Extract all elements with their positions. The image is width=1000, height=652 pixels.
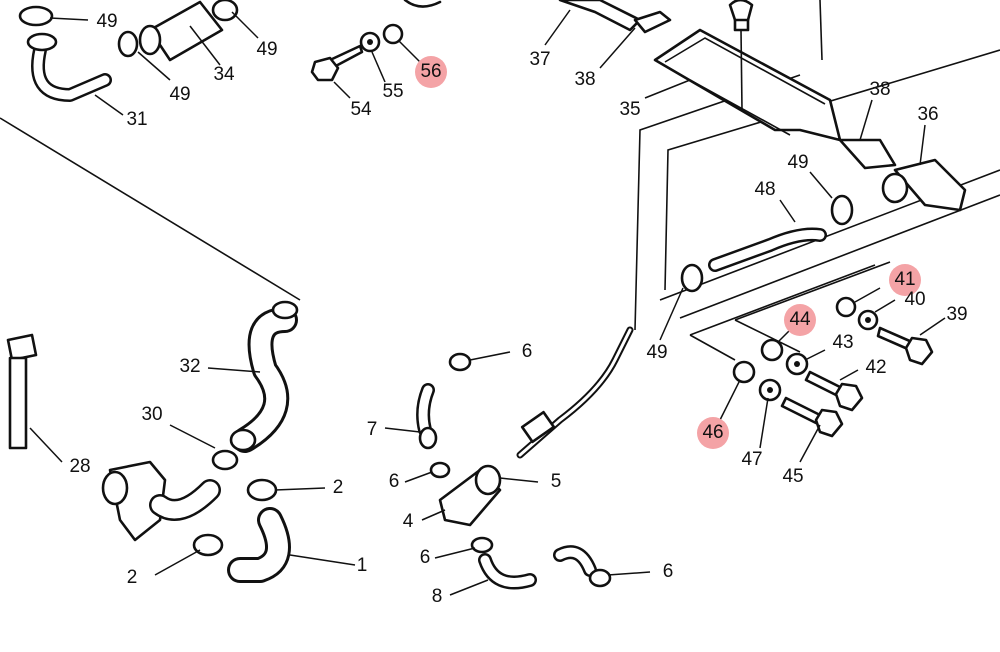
- callout: 8: [432, 586, 443, 607]
- callout-text: 5: [551, 471, 562, 492]
- callout: 38: [574, 69, 595, 90]
- callout: 35: [619, 99, 640, 120]
- callout: 31: [126, 109, 147, 130]
- callout-highlight: [697, 417, 729, 449]
- hose-group-top-left: [18, 0, 239, 102]
- callout: 49: [787, 152, 808, 173]
- callout: 38: [869, 79, 890, 100]
- callout-text: 6: [663, 561, 674, 582]
- boundary-lines: [0, 0, 1000, 361]
- callout: 49: [646, 342, 667, 363]
- callout-text: 43: [832, 332, 853, 353]
- callout-text: 2: [333, 477, 344, 498]
- callout: 41: [889, 264, 921, 296]
- callout: 2: [127, 567, 138, 588]
- callout-text: 4: [403, 511, 414, 532]
- fasteners-right: [732, 296, 934, 438]
- callout-text: 49: [646, 342, 667, 363]
- callout: 5: [551, 471, 562, 492]
- callout: 43: [832, 332, 853, 353]
- callout-highlight: [415, 56, 447, 88]
- callout: 7: [367, 419, 378, 440]
- callout-text: 7: [367, 419, 378, 440]
- callout: 54: [350, 99, 372, 120]
- leader-lines: [29, 9, 946, 596]
- callout: 42: [865, 357, 886, 378]
- callout-highlight: [784, 304, 816, 336]
- callout: 47: [741, 449, 762, 470]
- callout: 28: [69, 456, 90, 477]
- callout-text: 49: [96, 11, 117, 32]
- callout-text: 38: [869, 79, 890, 100]
- callout-text: 49: [169, 84, 190, 105]
- callout: 36: [917, 104, 938, 125]
- callout: 56: [415, 56, 447, 88]
- callout-text: 28: [69, 456, 90, 477]
- callout-text: 42: [865, 357, 886, 378]
- callout-text: 55: [382, 81, 403, 102]
- hose-32: [229, 300, 299, 453]
- callout-text: 54: [350, 99, 372, 120]
- callout: 6: [389, 471, 400, 492]
- callout: 45: [782, 466, 803, 487]
- callout: 46: [697, 417, 729, 449]
- callout: 6: [420, 547, 431, 568]
- callout: 6: [522, 341, 533, 362]
- hose-1: [192, 478, 291, 583]
- callout-text: 36: [917, 104, 938, 125]
- callout-text: 34: [213, 64, 235, 85]
- callout-text: 46: [702, 422, 723, 443]
- callout-text: 40: [904, 289, 925, 310]
- callout: 6: [663, 561, 674, 582]
- callout: 4: [403, 511, 414, 532]
- callout-text: 32: [179, 356, 200, 377]
- callout: 48: [754, 179, 775, 200]
- callout: 49: [169, 84, 190, 105]
- callout-text: 1: [357, 555, 368, 576]
- callout: 49: [256, 39, 277, 60]
- callout: 37: [529, 49, 550, 70]
- callout: 32: [179, 356, 200, 377]
- callout-text: 48: [754, 179, 775, 200]
- callout-text: 45: [782, 466, 803, 487]
- callout-text: 49: [787, 152, 808, 173]
- pump-30: [101, 449, 239, 542]
- callout-text: 6: [420, 547, 431, 568]
- callout: 49: [96, 11, 117, 32]
- rod-28: [6, 333, 38, 450]
- callout-text: 35: [619, 99, 640, 120]
- callout: 40: [904, 289, 925, 310]
- cable: [516, 326, 634, 459]
- callout-text: 39: [946, 304, 967, 325]
- callout: 2: [333, 477, 344, 498]
- callout-labels: 49 49 34 49 31 56 54 55 37 38 35 38 36 4…: [69, 11, 967, 607]
- callout-text: 6: [389, 471, 400, 492]
- callout-text: 38: [574, 69, 595, 90]
- callout-text: 2: [127, 567, 138, 588]
- callout: 55: [382, 81, 403, 102]
- callout-highlight: [889, 264, 921, 296]
- housing-4: [416, 352, 612, 590]
- callout-text: 47: [741, 449, 762, 470]
- callout: 39: [946, 304, 967, 325]
- bolt-54-group: [310, 0, 442, 82]
- callout: 44: [784, 304, 816, 336]
- callout-text: 8: [432, 586, 443, 607]
- callout-text: 56: [420, 61, 441, 82]
- callout-text: 49: [256, 39, 277, 60]
- callout-text: 37: [529, 49, 550, 70]
- callout-text: 44: [789, 309, 811, 330]
- callout-text: 30: [141, 404, 162, 425]
- hose-48: [680, 194, 854, 293]
- callout: 34: [213, 64, 235, 85]
- callout: 30: [141, 404, 162, 425]
- callout: 1: [357, 555, 368, 576]
- callout-text: 41: [894, 269, 915, 290]
- callout-text: 31: [126, 109, 147, 130]
- callout-text: 6: [522, 341, 533, 362]
- bracket-35: [558, 0, 967, 212]
